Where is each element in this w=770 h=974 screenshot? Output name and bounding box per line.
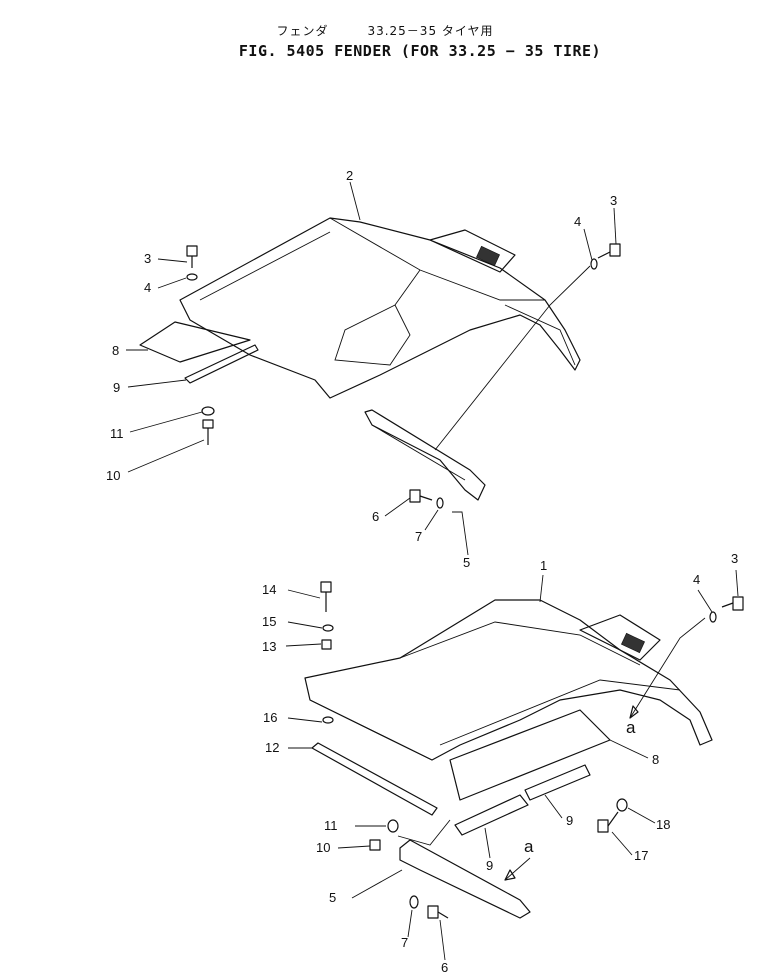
figure-title-english: FIG. 5405 FENDER (FOR 33.25 − 35 TIRE) <box>238 42 602 60</box>
upper-callouts: 2 3 4 4 3 8 9 11 10 6 7 5 <box>106 168 617 570</box>
callout-label: 1 <box>540 558 547 573</box>
bolt-icon <box>369 839 381 851</box>
callout-label: 11 <box>324 818 338 833</box>
washer-icon <box>409 895 419 909</box>
bolt-icon <box>721 596 744 611</box>
callout-label: 7 <box>401 935 408 950</box>
callout-label: 7 <box>415 529 422 544</box>
washer-icon <box>322 624 334 632</box>
lower-strip-12 <box>311 742 438 816</box>
washer-icon <box>590 258 598 270</box>
callout-label: 9 <box>113 380 120 395</box>
callout-label: 4 <box>144 280 151 295</box>
washer-icon <box>322 716 334 724</box>
figure-title-japanese: フェンダ 33.25－35 タイヤ用 <box>276 24 494 38</box>
callout-label: 18 <box>656 817 670 832</box>
callout-label: 9 <box>566 813 573 828</box>
upper-fender-assembly <box>126 181 621 556</box>
lower-fender-assembly <box>285 569 744 961</box>
callout-label: 8 <box>652 752 659 767</box>
lower-strip <box>524 764 591 801</box>
bolt-icon <box>597 243 621 259</box>
callout-label: 17 <box>634 848 648 863</box>
callout-label: 3 <box>144 251 151 266</box>
callout-label: 15 <box>262 614 276 629</box>
callout-label: 8 <box>112 343 119 358</box>
callout-label: 11 <box>110 426 124 441</box>
bolt-icon <box>409 489 433 503</box>
callout-label: 4 <box>574 214 581 229</box>
washer-icon <box>436 497 444 509</box>
callout-label: 9 <box>486 858 493 873</box>
callout-label: 13 <box>262 639 276 654</box>
bolt-icon <box>186 245 198 268</box>
washer-icon <box>201 406 215 416</box>
bolt-icon <box>427 905 449 919</box>
lower-strip <box>454 794 529 836</box>
lower-grip-pad <box>579 614 661 661</box>
upper-flap-plate <box>139 321 251 363</box>
callout-label: 5 <box>329 890 336 905</box>
callout-label: 14 <box>262 582 276 597</box>
nut-icon <box>321 639 332 650</box>
upper-bracket <box>364 409 486 501</box>
callout-label: 3 <box>731 551 738 566</box>
washer-icon <box>387 819 399 833</box>
lower-bracket <box>399 839 531 919</box>
bolt-icon <box>320 581 332 612</box>
callout-label: 16 <box>263 710 277 725</box>
washer-icon <box>186 273 198 281</box>
callout-label: 6 <box>441 960 448 974</box>
upper-fender-body <box>179 217 581 399</box>
callout-label: 3 <box>610 193 617 208</box>
upper-grip-pad <box>429 229 516 273</box>
lower-callouts: 1 3 4 14 15 13 16 12 8 11 10 9 9 18 17 5… <box>262 551 738 974</box>
callout-label: 12 <box>265 740 279 755</box>
bolt-icon <box>597 811 619 833</box>
callout-label: 5 <box>463 555 470 570</box>
callout-label: 2 <box>346 168 353 183</box>
view-mark-a: a <box>524 837 534 856</box>
callout-label: 6 <box>372 509 379 524</box>
callout-label: 10 <box>106 468 120 483</box>
view-marks: a a <box>524 718 636 856</box>
upper-strip <box>184 344 259 384</box>
washer-icon <box>709 611 717 623</box>
lower-flap-plate <box>449 709 611 801</box>
view-mark-a: a <box>626 718 636 737</box>
callout-label: 10 <box>316 840 330 855</box>
bolt-icon <box>202 419 214 445</box>
washer-icon <box>616 798 628 812</box>
callout-label: 4 <box>693 572 700 587</box>
